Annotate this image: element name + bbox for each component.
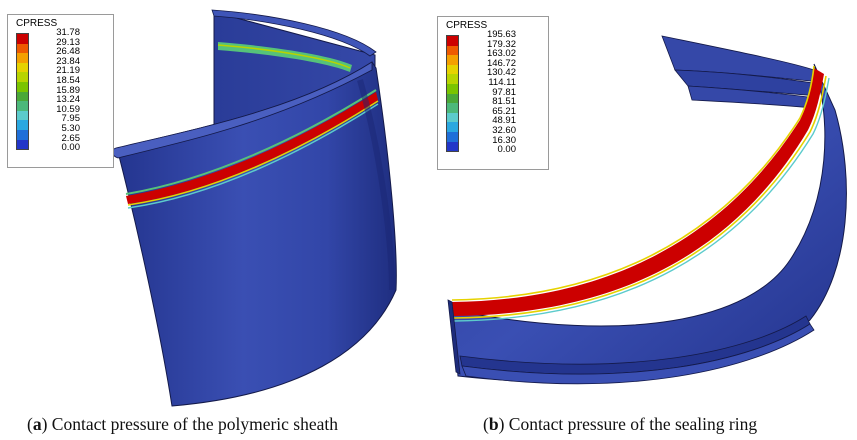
legend-a-swatches <box>16 33 29 151</box>
legend-swatch <box>446 55 459 65</box>
legend-swatch <box>16 101 29 111</box>
panel-b: CPRESS 195.63 179.32 163.02 146.72 130.4… <box>430 0 857 412</box>
legend-value: 5.30 <box>61 122 81 134</box>
legend-value: 29.13 <box>56 36 80 48</box>
legend-b-swatches <box>446 35 459 153</box>
legend-swatch <box>446 122 459 132</box>
legend-value: 2.65 <box>61 132 81 144</box>
legend-swatch <box>16 110 29 121</box>
sheath-contact-band <box>126 92 378 204</box>
legend-value: 179.32 <box>486 38 516 50</box>
ring-contact-band <box>452 68 824 316</box>
caption-a-text: Contact pressure of the polymeric sheath <box>51 414 339 434</box>
legend-value: 16.30 <box>492 134 516 146</box>
legend-a: CPRESS 31.78 29.13 26.48 23.84 21.19 18.… <box>7 14 114 168</box>
legend-swatch <box>446 131 459 142</box>
legend-value: 13.24 <box>56 94 80 106</box>
legend-swatch <box>16 120 29 130</box>
legend-b-values: 195.63 179.32 163.02 146.72 130.42 114.1… <box>460 30 516 155</box>
legend-value: 15.89 <box>56 84 80 96</box>
sheath-inner-band <box>218 42 352 72</box>
legend-value: 48.91 <box>492 115 516 127</box>
legend-value: 0.00 <box>61 142 81 154</box>
legend-swatch <box>446 35 459 46</box>
legend-value: 130.42 <box>486 67 516 79</box>
legend-value: 31.78 <box>56 27 80 38</box>
legend-value: 10.59 <box>56 103 80 115</box>
legend-b-title: CPRESS <box>446 20 488 31</box>
sheath-top-rim <box>211 9 377 57</box>
caption-a: (a) Contact pressure of the polymeric sh… <box>27 414 339 434</box>
legend-swatch <box>446 45 459 56</box>
legend-swatch <box>446 112 459 123</box>
legend-swatch <box>446 103 459 113</box>
caption-b-text: Contact pressure of the sealing ring <box>508 414 758 434</box>
legend-swatch <box>446 83 459 94</box>
sheath-cut-edge <box>112 61 373 159</box>
legend-swatch <box>16 53 29 63</box>
legend-value: 195.63 <box>486 29 516 40</box>
legend-value: 26.48 <box>56 46 80 58</box>
legend-swatch <box>446 141 459 153</box>
legend-a-values: 31.78 29.13 26.48 23.84 21.19 18.54 15.8… <box>30 28 80 153</box>
ring-cut-face <box>447 299 461 375</box>
legend-swatch <box>16 129 29 140</box>
legend-value: 81.51 <box>492 96 516 108</box>
ring-outer-face <box>451 63 847 383</box>
legend-value: 163.02 <box>486 48 516 60</box>
legend-swatch <box>446 74 459 84</box>
legend-value: 0.00 <box>497 144 517 156</box>
legend-swatch <box>16 33 29 44</box>
legend-value: 114.11 <box>488 76 516 88</box>
legend-value: 146.72 <box>486 57 516 69</box>
legend-value: 7.95 <box>61 113 81 125</box>
legend-value: 97.81 <box>492 86 516 98</box>
legend-swatch <box>16 43 29 54</box>
legend-a-title: CPRESS <box>16 18 58 29</box>
panel-a: CPRESS 31.78 29.13 26.48 23.84 21.19 18.… <box>0 0 420 412</box>
caption-a-letter: a <box>32 414 42 434</box>
legend-swatch <box>16 72 29 82</box>
legend-swatch <box>16 81 29 92</box>
sheath-render <box>112 9 397 407</box>
legend-swatch <box>16 62 29 73</box>
caption-b-letter: b <box>488 414 499 434</box>
legend-swatch <box>446 93 459 104</box>
legend-value: 18.54 <box>56 74 80 86</box>
legend-swatch <box>446 64 459 75</box>
legend-value: 32.60 <box>492 124 516 136</box>
legend-value: 65.21 <box>492 105 516 117</box>
legend-swatch <box>16 91 29 102</box>
legend-b: CPRESS 195.63 179.32 163.02 146.72 130.4… <box>437 16 549 170</box>
legend-value: 21.19 <box>56 65 80 77</box>
sealing-ring-render <box>447 35 847 385</box>
legend-swatch <box>16 139 29 151</box>
legend-value: 23.84 <box>56 55 80 67</box>
caption-b: (b) Contact pressure of the sealing ring <box>483 414 758 434</box>
